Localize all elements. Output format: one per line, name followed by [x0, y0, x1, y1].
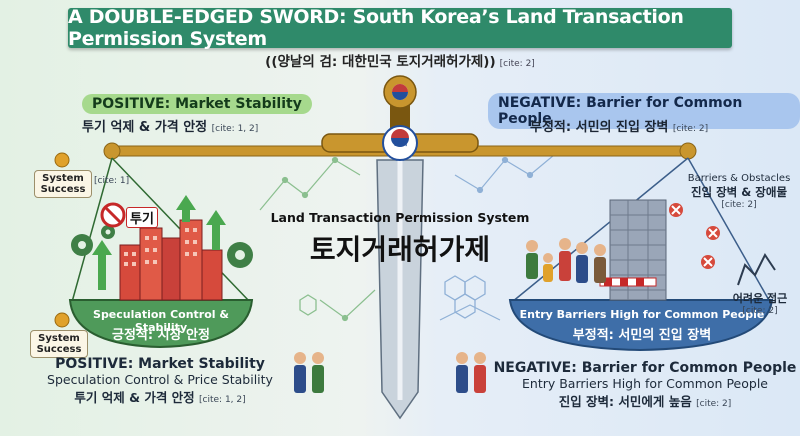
left-heading: POSITIVE: Market Stability [82, 93, 312, 114]
system-success-scroll-top: System Success [34, 170, 92, 198]
left-summary-line2: 투기 억제 & 가격 안정 [74, 390, 195, 405]
access-cite: [cite: 2] [742, 306, 778, 316]
right-summary-line1: Entry Barriers High for Common People [522, 376, 768, 391]
obstacles-cite: [cite: 2] [721, 200, 757, 210]
people-pointing-left [294, 352, 324, 393]
gear-icon [71, 225, 253, 268]
right-heading-cite: [cite: 2] [672, 124, 709, 134]
city-buildings [119, 219, 223, 301]
subtitle-cite: [cite: 2] [499, 59, 535, 69]
center-title: Land Transaction Permission System [270, 210, 530, 225]
right-pan-label: Entry Barriers High for Common People [519, 308, 765, 321]
hexagon-cluster [444, 275, 486, 319]
road-barricade [599, 277, 657, 287]
left-pan [68, 299, 254, 349]
award-ribbon-icon [54, 152, 70, 328]
system-success-scroll-bottom: System Success [30, 330, 88, 358]
scroll-top-label: System Success [40, 173, 86, 195]
left-pan-label: Speculation Control & Stability [93, 308, 229, 334]
left-summary: POSITIVE: Market Stability Speculation C… [0, 356, 320, 406]
hexagon-cluster-left [299, 294, 317, 316]
left-summary-line1: Speculation Control & Price Stability [47, 372, 273, 387]
right-summary-cite: [cite: 2] [696, 399, 732, 409]
right-pan [508, 299, 774, 352]
scroll-bottom-label: System Success [36, 333, 82, 355]
right-heading-kr: 부정적: 서민의 진입 장벽 [530, 120, 669, 135]
access-callout: 어려운 접근 [cite: 2] [722, 290, 798, 316]
subtitle-text: ((양날의 검: 대한민국 토지거래허가제)) [265, 54, 496, 70]
negative-pill: NEGATIVE: Barrier for Common People [488, 93, 800, 129]
right-summary-line2: 진입 장벽: 서민에게 높음 [558, 394, 692, 409]
left-subheading: 투기 억제 & 가격 안정 [cite: 1, 2] [82, 116, 258, 135]
left-heading-kr: 투기 억제 & 가격 안정 [82, 120, 208, 135]
access-kr: 어려운 접근 [732, 292, 788, 305]
left-summary-cite: [cite: 1, 2] [199, 395, 246, 405]
right-summary-heading: NEGATIVE: Barrier for Common People [493, 360, 797, 376]
broken-path-icon [737, 253, 776, 286]
page-title: A DOUBLE-EDGED SWORD: South Korea’s Land… [68, 6, 684, 50]
left-heading-cite: [cite: 1, 2] [211, 124, 259, 134]
family-figures [526, 238, 606, 283]
no-speculation-label: 투기 [126, 207, 158, 228]
obstacles-en: Barriers & Obstacles [687, 173, 791, 184]
obstacles-callout: Barriers & Obstacles 진입 장벽 & 장애물 [cite: … [684, 173, 794, 210]
scroll-top-cite: [cite: 1] [94, 176, 130, 186]
center-title-kr: 토지거래허가제 [309, 233, 491, 266]
left-summary-heading: POSITIVE: Market Stability [55, 356, 265, 372]
right-subheading: 부정적: 서민의 진입 장벽 [cite: 2] [530, 116, 708, 135]
obstacle-x-icons [669, 203, 720, 269]
right-pan-label-kr: 부정적: 서민의 진입 장벽 [572, 328, 712, 343]
right-summary: NEGATIVE: Barrier for Common People Entr… [490, 360, 800, 410]
people-pointing-right [456, 352, 486, 393]
network-lines-left [259, 156, 376, 322]
obstacles-kr: 진입 장벽 & 장애물 [690, 185, 788, 199]
left-pan-label-kr: 긍정적: 시장 안정 [112, 328, 210, 343]
right-chains [511, 157, 771, 303]
emblem-label: 규제 [392, 138, 408, 147]
right-heading: NEGATIVE: Barrier for Common People [488, 93, 800, 129]
right-summary-line2-wrap: 진입 장벽: 서민에게 높음 [cite: 2] [490, 391, 800, 410]
subtitle: ((양날의 검: 대한민국 토지거래허가제))[cite: 2] [0, 50, 800, 70]
left-summary-line2-wrap: 투기 억제 & 가격 안정 [cite: 1, 2] [0, 387, 320, 406]
title-banner: A DOUBLE-EDGED SWORD: South Korea’s Land… [68, 6, 732, 50]
positive-pill: POSITIVE: Market Stability [82, 94, 312, 114]
network-lines-right [439, 149, 561, 321]
growth-arrows [92, 195, 226, 290]
